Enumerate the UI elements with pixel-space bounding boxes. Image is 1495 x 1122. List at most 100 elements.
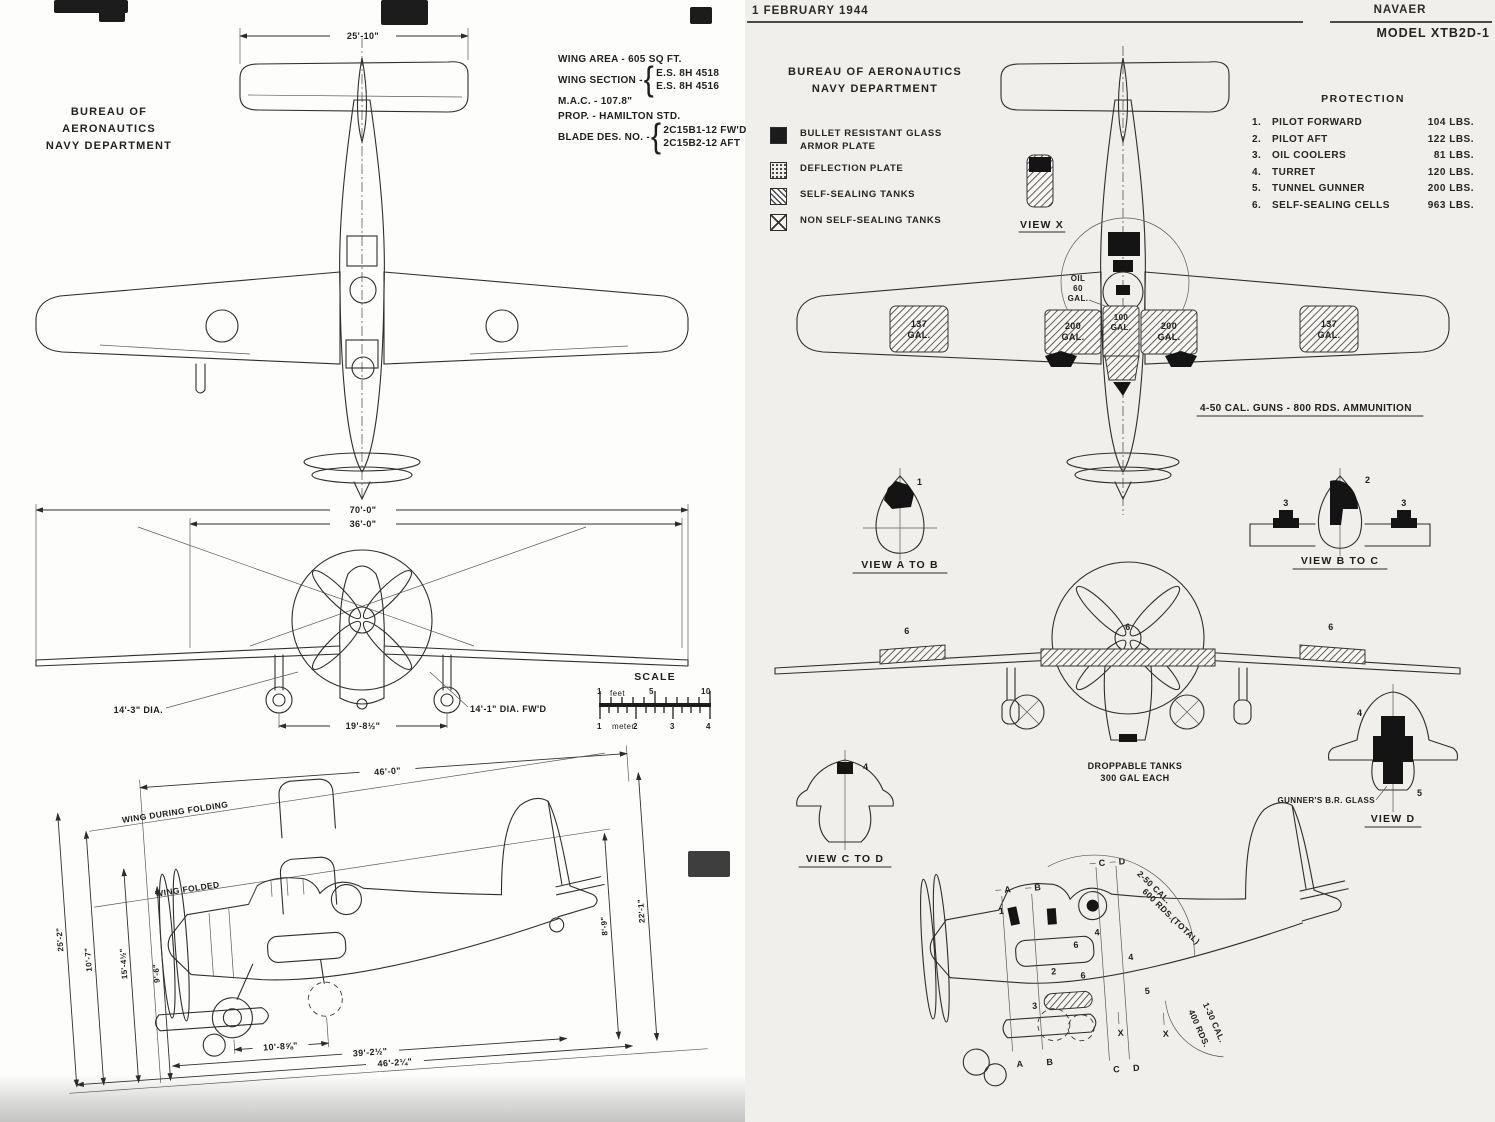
spec-wing-section-label: WING SECTION - <box>558 74 643 86</box>
callout-6: 6 <box>1328 622 1333 632</box>
tank-200-l2: GAL. <box>1061 332 1084 342</box>
prop-blades <box>1075 585 1181 691</box>
dim-span: 70'-0" <box>350 505 377 515</box>
view-b-to-c-figure: 2 3 3 VIEW B TO C <box>1249 468 1431 570</box>
brace-glyph: { <box>643 60 655 99</box>
label-wing-during-folding: WING DURING FOLDING <box>121 799 229 825</box>
oil-tank-label: OIL 60 GAL. <box>1068 274 1106 307</box>
scan-smudge <box>381 0 428 25</box>
side-view: 46'-0" WING DURING FOLDING WING FOLDED <box>55 745 708 1094</box>
legend-item-non-self-sealing: NON SELF-SEALING TANKS <box>770 214 960 231</box>
plan-view: 25'-10" <box>35 28 689 501</box>
protection-table: PROTECTION 1. PILOT FORWARD 104 LBS. 2. … <box>1252 93 1474 216</box>
row-weight: 120 LBS. <box>1427 166 1474 178</box>
row-item: PILOT AFT <box>1272 133 1328 145</box>
agency-line1: BUREAU OF AERONAUTICS <box>788 66 962 78</box>
callout-5: 5 <box>1144 986 1150 996</box>
gear-stub-plan <box>195 363 206 394</box>
scan-smudge <box>99 7 125 22</box>
row-item: TURRET <box>1272 166 1316 178</box>
tank-137-l1: 137 <box>911 319 927 329</box>
folded-tip-1 <box>278 778 336 839</box>
scale-feet-10: 10 <box>701 687 711 696</box>
fuel-tank-137-left <box>889 305 949 353</box>
row-num: 6. <box>1252 199 1262 211</box>
tank-100-l1: 100 <box>1114 313 1129 322</box>
tank-200-l1: 200 <box>1065 321 1081 331</box>
prop-disc-2 <box>1074 466 1172 484</box>
section-lines: A B C D A B C D X X <box>995 856 1170 1075</box>
turret-armor <box>1086 899 1099 912</box>
side-callouts: 1 2 3 4 4 5 6 6 <box>998 906 1150 1011</box>
scale-ticks <box>599 691 711 719</box>
droppable-tank-left <box>1009 694 1045 730</box>
callout-1: 1 <box>917 477 922 487</box>
horizontal-stabilizer <box>1000 61 1230 113</box>
front-view: 70'-0" 36'-0" <box>35 504 689 731</box>
header-rule-right <box>1330 21 1492 23</box>
section-a-bottom: A <box>1016 1059 1024 1069</box>
fuselage-front <box>1103 665 1153 741</box>
legend-label: BULLET RESISTANT GLASS ARMOR PLATE <box>800 128 942 152</box>
view-d-figure: 4 5 GUNNER'S B.R. GLASS VIEW D <box>1277 684 1459 828</box>
section-b-bottom: B <box>1046 1057 1054 1067</box>
turret-armor <box>837 762 853 774</box>
height-dim-3: 15'-4½" <box>118 948 129 980</box>
callout-2: 2 <box>1365 475 1370 485</box>
dim-39-2: 39'-2½" <box>352 1046 387 1058</box>
prop-disc-1 <box>303 452 421 472</box>
table-row: 6. SELF-SEALING CELLS 963 LBS. <box>1252 200 1474 211</box>
callout-4: 4 <box>1357 708 1362 718</box>
spec-blade-values: 2C15B1-12 FW'D 2C15B2-12 AFT <box>663 124 746 150</box>
dim-wheel-track: 19'-8½" <box>346 721 381 731</box>
agency-line2: NAVY DEPARTMENT <box>811 83 939 95</box>
spec-wing-section-values: E.S. 8H 4518 E.S. 8H 4516 <box>656 67 719 93</box>
left-wing-plan <box>35 271 341 365</box>
legend-label: NON SELF-SEALING TANKS <box>800 215 942 226</box>
fuselage-plan <box>1100 99 1146 474</box>
callout-2: 2 <box>1051 966 1057 976</box>
scale-meter-1: 1 <box>597 722 602 731</box>
scan-smudge <box>688 851 730 877</box>
row-item: OIL COOLERS <box>1272 150 1347 161</box>
tank-137-l1: 137 <box>1321 319 1337 329</box>
spinner-plan <box>1114 481 1132 501</box>
section-c-top: C <box>1098 858 1106 868</box>
callout-6: 6 <box>1073 940 1079 950</box>
dim-fold-length: 46'-0" <box>374 765 401 777</box>
right-wing-front <box>383 645 689 667</box>
gear-fairing-mark <box>1165 351 1197 367</box>
armor-plate <box>1113 260 1133 272</box>
dim-folded-span: 36'-0" <box>350 519 377 529</box>
droppable-note-1: DROPPABLE TANKS <box>1088 761 1183 771</box>
view-x-label: VIEW X <box>1020 219 1064 231</box>
fuel-tank-200-left <box>1044 309 1102 355</box>
vertical-fin-top <box>356 57 368 145</box>
table-row: 2. PILOT AFT 122 LBS. <box>1252 134 1474 145</box>
scale-title: SCALE <box>634 671 676 683</box>
row-num: 5. <box>1252 183 1262 194</box>
callout-1: 1 <box>998 906 1004 916</box>
non-self-sealing-swatch-icon <box>770 214 787 231</box>
row-weight: 122 LBS. <box>1427 133 1474 145</box>
prop-circle-front <box>291 549 433 691</box>
callout-6: 6 <box>1080 970 1086 980</box>
spec-wing-section-1: E.S. 8H 4518 <box>656 68 720 79</box>
header-org: NAVAER <box>1373 4 1427 16</box>
turret-armor-stack <box>1373 716 1413 784</box>
height-dim-2: 10'-7" <box>83 947 94 972</box>
side-bottom-dims: 10'-8⅝" 39'-2½" 46'-2¼" <box>69 1017 708 1094</box>
gun-coverage-arcs: 2-50 CAL. 600 RDS.(TOTAL) 400 RDS. 1-30 … <box>1047 854 1228 1058</box>
legend-label: DEFLECTION PLATE <box>800 163 904 174</box>
right-agency-block: BUREAU OF AERONAUTICS NAVY DEPARTMENT <box>787 64 963 98</box>
aft-ring-plan <box>351 356 375 380</box>
turret-ring-plan <box>349 276 377 304</box>
section-a-top: A <box>1004 884 1012 894</box>
section-c-bottom: C <box>1113 1064 1121 1074</box>
fuselage-front <box>339 565 385 705</box>
landing-gear-front <box>1001 667 1252 725</box>
guns-note: 4-50 CAL. GUNS - 800 RDS. AMMUNITION <box>1200 403 1412 414</box>
brace-glyph: { <box>651 117 662 156</box>
section-x-1: X <box>1117 1028 1124 1038</box>
